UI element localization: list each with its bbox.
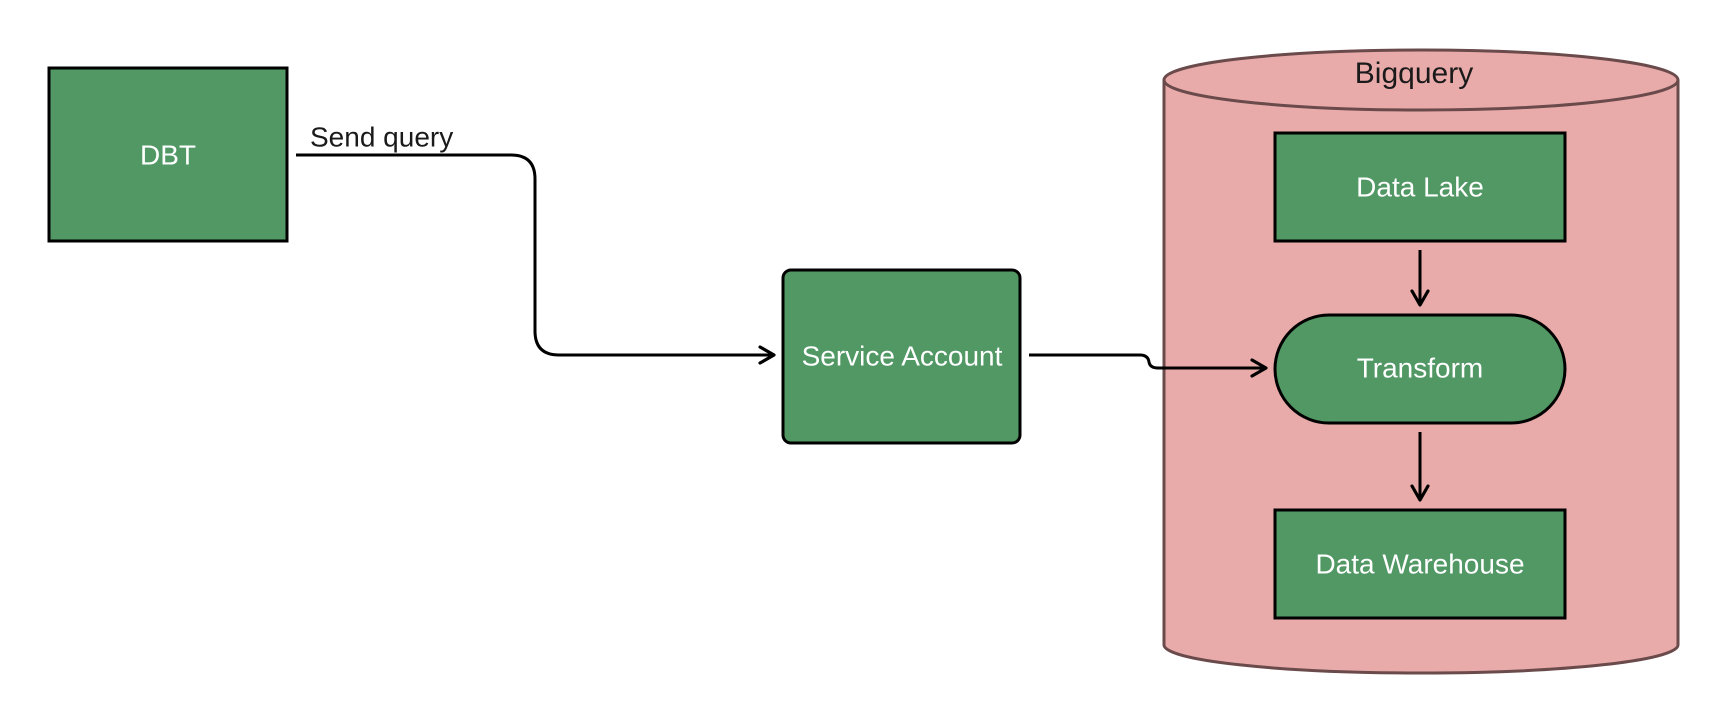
data-lake-box (1273, 131, 1567, 243)
transform-box (1273, 313, 1567, 425)
service-account-box (781, 268, 1022, 445)
transform-node[interactable]: Transform (1273, 313, 1567, 425)
data-lake-node[interactable]: Data Lake (1273, 131, 1567, 243)
dbt-label: DBT (140, 139, 196, 170)
data-warehouse-box (1273, 508, 1567, 620)
service-account-node[interactable]: Service Account (781, 268, 1022, 445)
service-account-label: Service Account (802, 340, 1003, 371)
dbt-box (47, 66, 289, 243)
data-warehouse-label: Data Warehouse (1315, 548, 1524, 579)
edge-service-account-to-transform[interactable] (1029, 353, 1268, 378)
send-query-label: Send query (310, 121, 453, 152)
bigquery-cylinder-top (1162, 48, 1680, 112)
edge-service-account-to-transform-line (1029, 353, 1268, 378)
data-warehouse-node[interactable]: Data Warehouse (1273, 508, 1567, 620)
dbt-node[interactable]: DBT (47, 66, 289, 243)
transform-label: Transform (1357, 352, 1484, 383)
bigquery-label: Bigquery (1355, 57, 1473, 90)
edge-dbt-to-service-account[interactable]: Send query (296, 121, 776, 365)
data-lake-label: Data Lake (1356, 171, 1484, 202)
edge-dbt-to-service-account-line (296, 153, 776, 365)
